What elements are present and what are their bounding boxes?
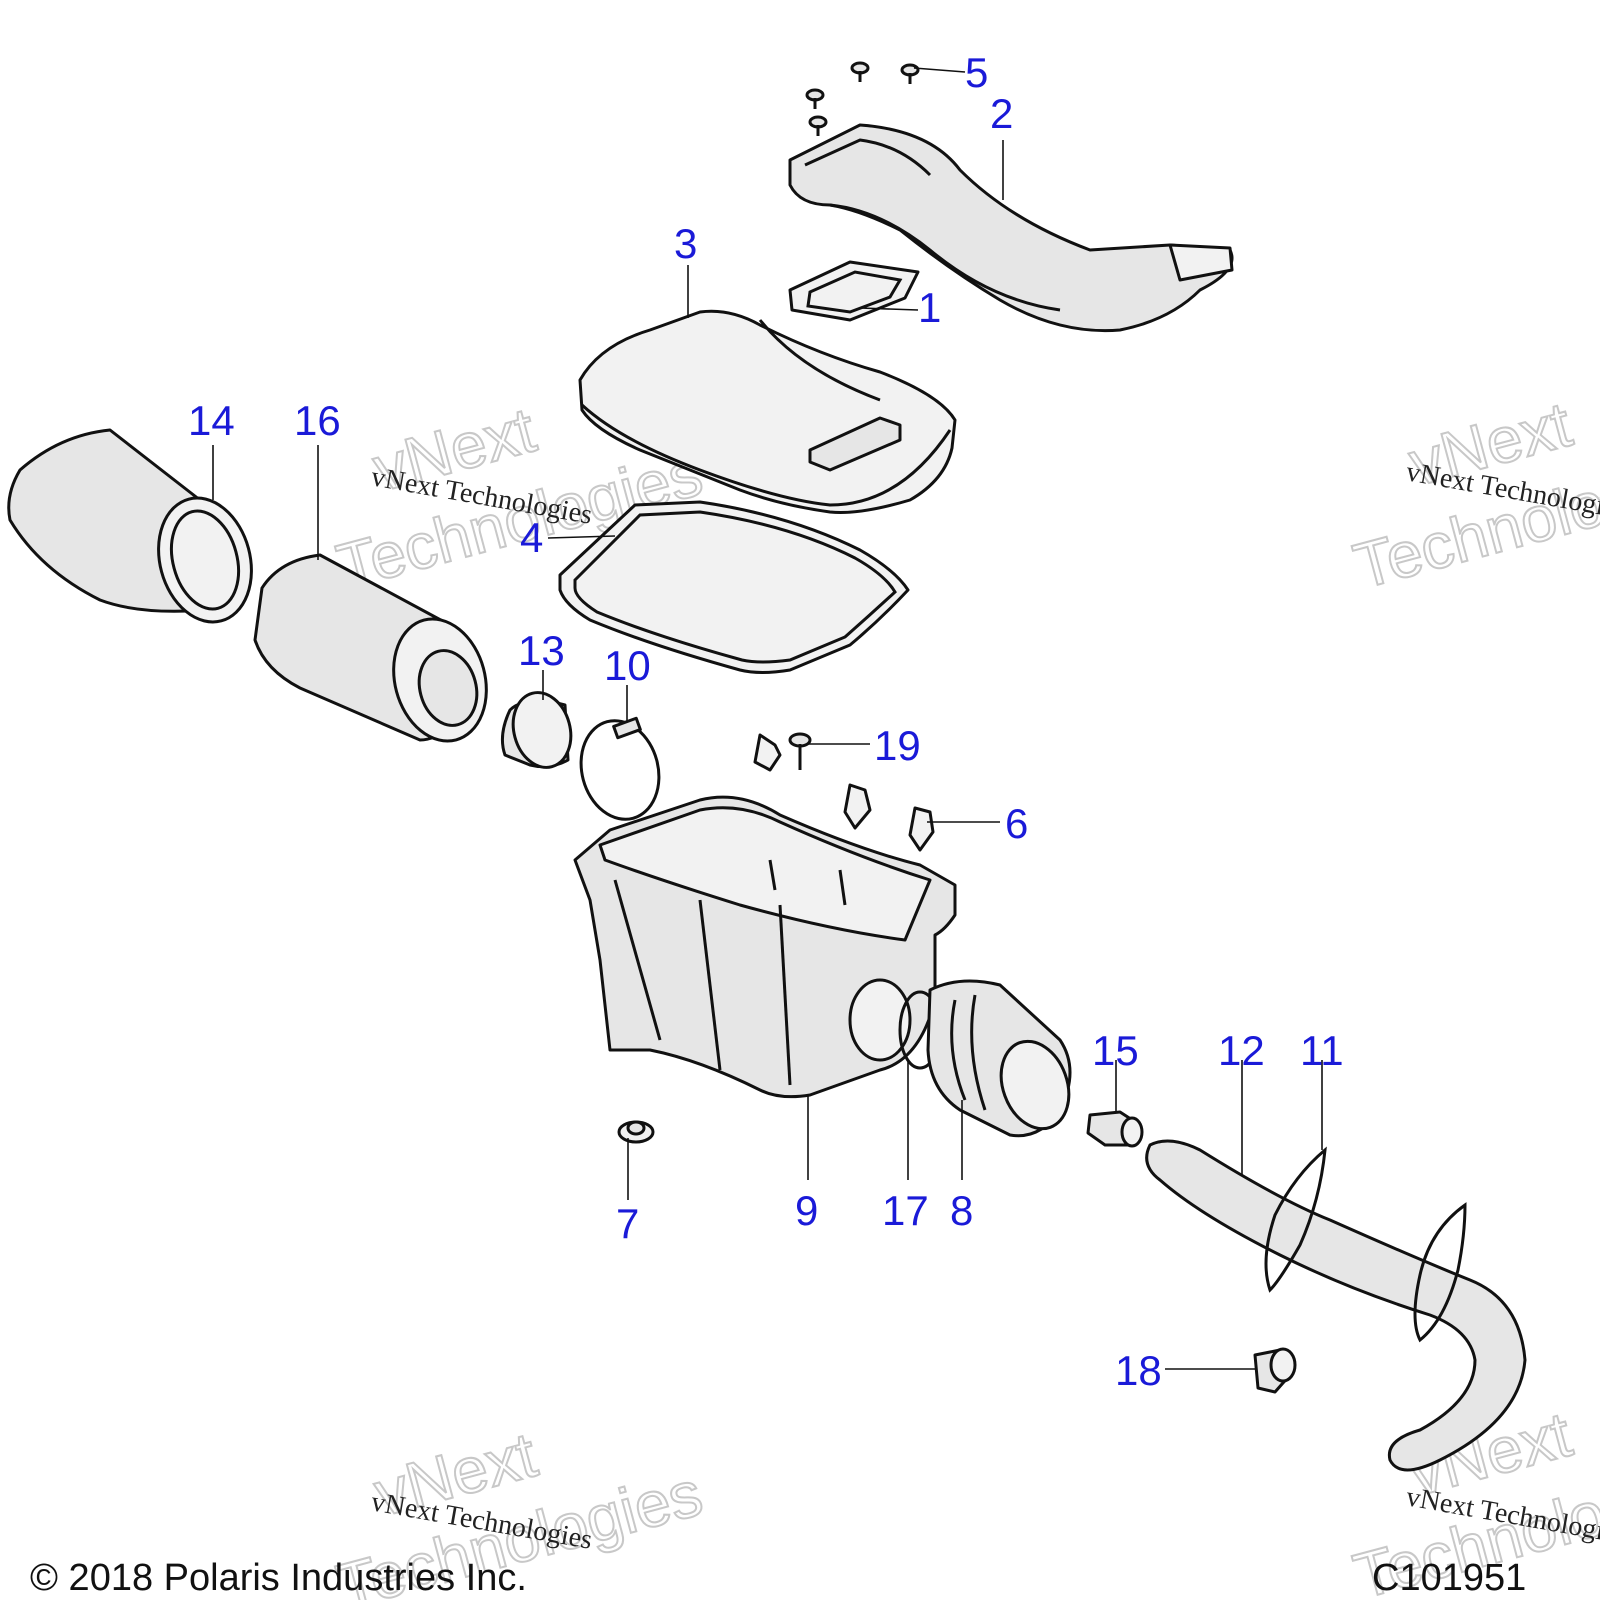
part-9-airbox <box>573 795 957 1099</box>
part-18-small-clamp <box>1253 1347 1297 1394</box>
part-2-intake-duct <box>788 123 1234 333</box>
callout-3: 3 <box>674 220 697 267</box>
callout-18: 18 <box>1115 1347 1162 1394</box>
part-15-fitting <box>1086 1110 1144 1148</box>
callout-17: 17 <box>882 1187 929 1234</box>
part-14-pre-filter <box>7 428 253 624</box>
part-19-screw <box>753 732 812 772</box>
watermarks: vNext Technologies vNext Technologies vN… <box>329 387 1600 1600</box>
part-7-grommet <box>617 1120 655 1144</box>
callout-12: 12 <box>1218 1027 1265 1074</box>
part-1-duct-gasket <box>788 260 920 322</box>
part-8-outlet-boot <box>926 979 1072 1138</box>
diagram-code: C101951 <box>1372 1557 1526 1599</box>
callouts: 1 2 3 4 5 6 7 8 9 10 11 12 13 14 16 15 1… <box>188 49 1344 1394</box>
callout-9: 9 <box>795 1187 818 1234</box>
callout-4: 4 <box>520 514 543 561</box>
callout-5: 5 <box>965 49 988 96</box>
callout-7: 7 <box>616 1200 639 1247</box>
callout-1: 1 <box>918 284 941 331</box>
callout-6: 6 <box>1005 800 1028 847</box>
part-3-airbox-cover <box>578 309 957 514</box>
part-6-clips <box>843 783 935 852</box>
part-16-air-filter <box>253 553 488 743</box>
callout-15: 15 <box>1092 1027 1139 1074</box>
callout-10: 10 <box>604 642 651 689</box>
callout-8: 8 <box>950 1187 973 1234</box>
part-12-drain-hose <box>1145 1139 1527 1472</box>
callout-11: 11 <box>1300 1027 1344 1074</box>
leader-lines <box>212 67 1323 1370</box>
part-11-hose-ties <box>1264 1146 1467 1343</box>
part-4-cover-seal <box>558 500 910 674</box>
callout-19: 19 <box>874 722 921 769</box>
part-10-clamp <box>579 716 661 821</box>
callout-14: 14 <box>188 397 235 444</box>
callout-15-16-slot: 16 <box>294 397 341 444</box>
callout-13: 13 <box>518 627 565 674</box>
callout-2: 2 <box>990 90 1013 137</box>
part-5-screws <box>805 61 920 136</box>
copyright-text: © 2018 Polaris Industries Inc. <box>30 1557 527 1599</box>
part-13-filter-ring <box>500 691 573 769</box>
